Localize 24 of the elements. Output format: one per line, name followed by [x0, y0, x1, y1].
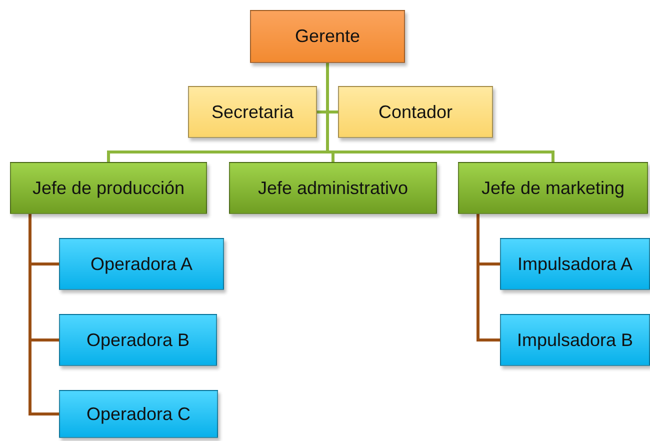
role-label: Jefe de producción [32, 178, 185, 198]
role-label: Secretaria [211, 102, 294, 122]
role-label: Contador [378, 102, 453, 122]
org-box [10, 162, 207, 214]
connector-line [28, 214, 59, 416]
role-label: Impulsadora A [517, 254, 633, 274]
role-label: Operadora A [90, 254, 193, 274]
org-box [229, 162, 437, 214]
role-label: Jefe de marketing [481, 178, 625, 198]
org-box [59, 390, 218, 438]
role-label: Operadora C [86, 404, 191, 424]
connector-line [326, 63, 554, 162]
org-box [59, 238, 224, 290]
org-box [338, 86, 493, 138]
role-label: Impulsadora B [516, 330, 634, 350]
role-label: Jefe administrativo [258, 178, 408, 198]
role-label: Gerente [294, 26, 360, 47]
org-box [500, 238, 650, 290]
org-box [250, 10, 405, 63]
org-box [458, 162, 648, 214]
org-box [59, 314, 217, 366]
org-box [500, 314, 650, 366]
role-label: Operadora B [86, 330, 190, 350]
org-box [188, 86, 317, 138]
